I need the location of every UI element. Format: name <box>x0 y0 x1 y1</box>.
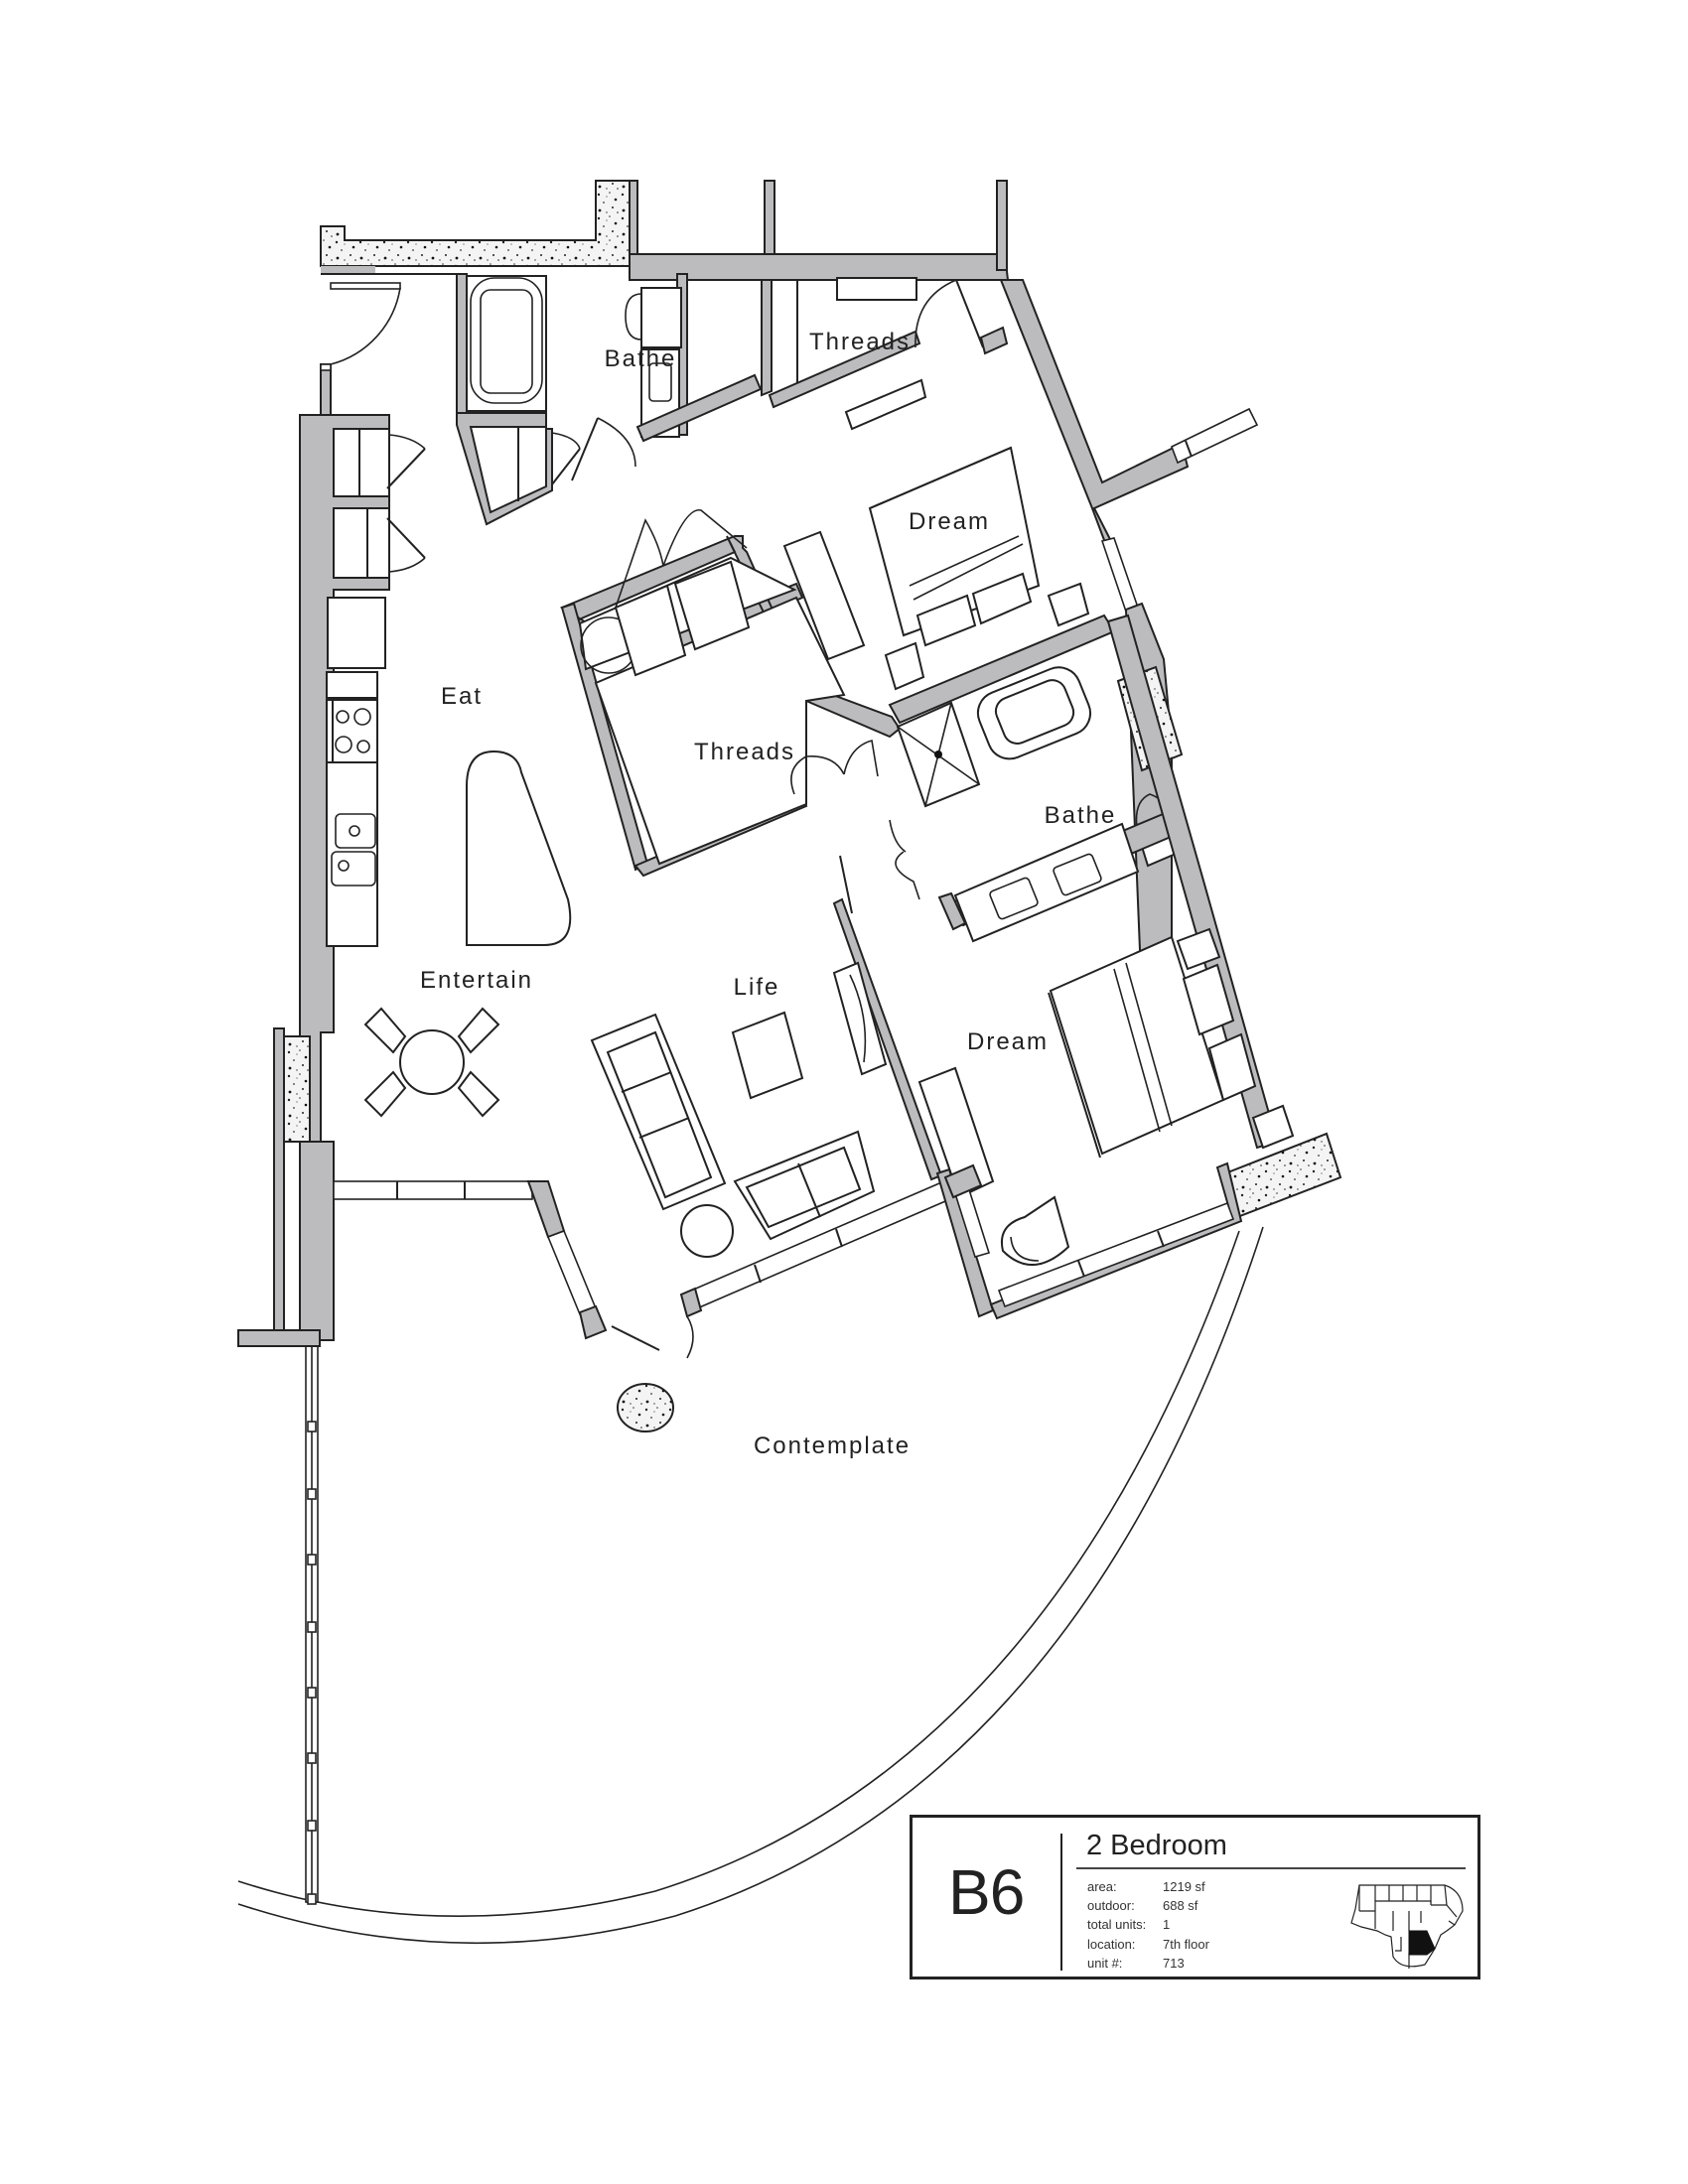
bedroom-chair <box>1001 1195 1070 1266</box>
title-rule <box>1076 1867 1466 1869</box>
middle-closet-entry-door[interactable] <box>790 739 879 795</box>
bedroom-tv <box>917 1066 995 1199</box>
room-label-bedroom-bottom: Dream <box>966 1028 1050 1055</box>
unit-code: B6 <box>948 1856 1025 1928</box>
room-label-dining: Entertain <box>419 967 534 994</box>
side-table <box>680 1204 734 1258</box>
cooktop-icon <box>335 708 371 753</box>
room-label-bath-mid: Bathe <box>1044 802 1117 829</box>
spec-key: outdoor: <box>1087 1898 1135 1914</box>
linen-closet-doors[interactable] <box>386 434 426 573</box>
terrace-left-rail <box>237 1329 321 1905</box>
top-closet <box>761 277 927 431</box>
top-bed <box>868 446 1041 647</box>
unit-type: 2 Bedroom <box>1086 1830 1227 1861</box>
building-key-plan-icon <box>1350 1884 1464 1969</box>
top-bathroom-door[interactable] <box>571 417 636 481</box>
spec-key: unit #: <box>1087 1955 1123 1971</box>
balcony-rail-top-right <box>1170 407 1259 465</box>
spec-row-area: area: 1219 sf <box>1087 1877 1209 1896</box>
top-bathroom <box>456 273 688 438</box>
kitchen-island <box>466 750 572 946</box>
unit-specs: area: 1219 sf outdoor: 688 sf total unit… <box>1087 1877 1209 1973</box>
spec-value: 688 sf <box>1163 1898 1198 1914</box>
spec-value: 1219 sf <box>1163 1879 1205 1894</box>
living-loveseat <box>733 1130 876 1241</box>
middle-closet-doors[interactable] <box>615 509 748 609</box>
terrace-door[interactable] <box>611 1315 694 1359</box>
top-exterior-wall <box>320 180 631 275</box>
terrace-planter <box>617 1383 674 1433</box>
title-block: B6 2 Bedroom area: 1219 sf outdoor: 688 … <box>910 1815 1480 1979</box>
spec-value: 7th floor <box>1163 1936 1209 1952</box>
room-label-kitchen: Eat <box>440 683 484 710</box>
left-column <box>283 1035 311 1143</box>
top-closet-door[interactable] <box>914 279 984 348</box>
spec-value: 1 <box>1163 1917 1171 1933</box>
spec-key: location: <box>1087 1936 1136 1952</box>
living-windows <box>333 1175 960 1340</box>
spec-row-outdoor: outdoor: 688 sf <box>1087 1896 1209 1915</box>
spec-row-total-units: total units: 1 <box>1087 1915 1209 1934</box>
living-tv <box>832 961 888 1076</box>
spec-row-location: location: 7th floor <box>1087 1935 1209 1954</box>
room-label-closet-mid: Threads <box>693 739 796 765</box>
room-label-bedroom-top: Dream <box>908 508 991 535</box>
linen-closets <box>333 428 390 579</box>
room-label-closet-top: Threads <box>808 329 912 355</box>
dining-table <box>363 1007 500 1118</box>
double-sink-icon <box>331 813 376 887</box>
spec-value: 713 <box>1163 1955 1185 1971</box>
bottom-bedroom <box>935 927 1342 1320</box>
top-dresser <box>782 530 866 661</box>
top-nightstand-left <box>884 641 925 691</box>
coffee-table <box>731 1011 804 1100</box>
middle-closet <box>559 535 902 878</box>
top-nightstand-right <box>1047 582 1090 627</box>
right-exterior-wall <box>999 279 1190 558</box>
title-divider <box>1060 1834 1062 1971</box>
entry-door[interactable] <box>330 282 401 365</box>
middle-bathroom-door[interactable] <box>889 819 920 900</box>
spec-key: total units: <box>1087 1917 1147 1933</box>
kitchen-counter <box>326 597 386 947</box>
room-label-bath-top: Bathe <box>604 345 677 372</box>
spec-row-unit-number: unit #: 713 <box>1087 1954 1209 1973</box>
spec-key: area: <box>1087 1879 1117 1894</box>
room-label-terrace: Contemplate <box>753 1433 912 1459</box>
terrace-railing <box>237 1226 1264 1945</box>
living-sofa <box>590 1013 727 1211</box>
room-label-living: Life <box>733 974 780 1001</box>
bath-closet-door[interactable] <box>551 432 581 485</box>
